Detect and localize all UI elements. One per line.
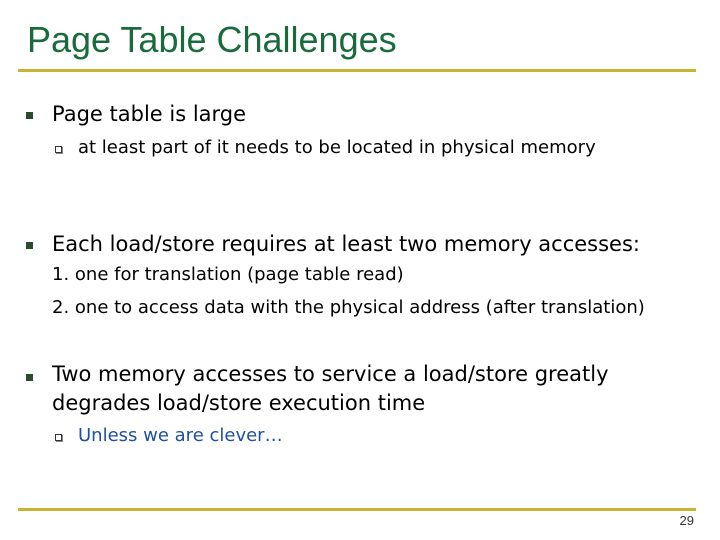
bullet-point-3: Two memory accesses to service a load/st…: [52, 360, 609, 418]
square-bullet-icon: [26, 112, 33, 119]
bullet-point-1: Page table is large: [52, 100, 246, 129]
square-bullet-icon: [26, 374, 33, 381]
bullet-text: Each load/store requires at least two me…: [52, 232, 640, 256]
checkbox-bullet-icon: [55, 146, 62, 153]
numbered-item-1: 1. one for translation (page table read): [52, 264, 404, 285]
page-number: 29: [679, 513, 694, 528]
bullet-text: Page table is large: [52, 102, 247, 126]
footer-divider: [18, 508, 696, 511]
bullet-text-line-1: Two memory accesses to service a load/st…: [52, 362, 609, 386]
slide-title: Page Table Challenges: [27, 19, 397, 60]
sub-bullet-1-1: at least part of it needs to be located …: [78, 137, 596, 158]
numbered-item-2: 2. one to access data with the physical …: [52, 297, 645, 318]
square-bullet-icon: [26, 242, 33, 249]
checkbox-bullet-icon: [55, 434, 62, 441]
bullet-text-line-2: degrades load/store execution time: [52, 391, 426, 415]
sub-bullet-3-1: Unless we are clever…: [78, 425, 283, 446]
bullet-point-2: Each load/store requires at least two me…: [52, 230, 640, 259]
title-divider: [18, 69, 696, 72]
